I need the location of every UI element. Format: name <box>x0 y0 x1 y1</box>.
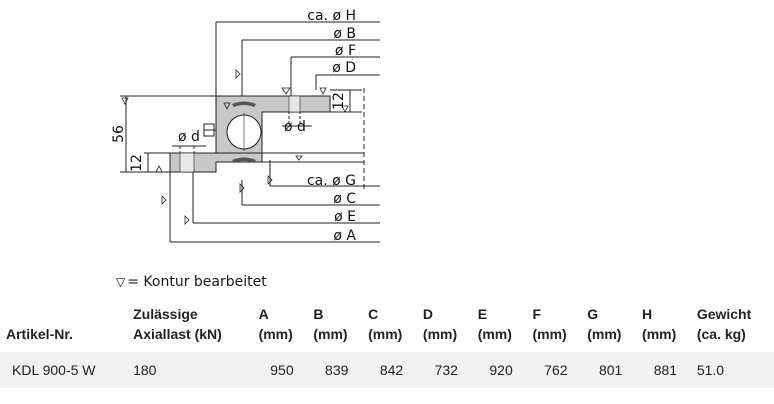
cell-B: 839 <box>309 352 365 388</box>
dim-label-F: ø F <box>335 43 356 59</box>
cell-C: 842 <box>364 352 419 388</box>
cell-G: 801 <box>583 352 639 388</box>
header-B: B(mm) <box>313 306 348 342</box>
cell-axial-load: 180 <box>129 352 255 388</box>
dim-label-A: ø A <box>333 228 356 244</box>
cell-weight: 51.0 <box>692 352 774 388</box>
header-article: Artikel-Nr. <box>6 326 73 342</box>
cell-F: 762 <box>528 352 584 388</box>
header-F: F(mm) <box>532 306 567 342</box>
legend-text: = Kontur bearbeitet <box>127 274 267 290</box>
dim-label-D: ø D <box>332 60 356 76</box>
dim-label-H: ca. ø H <box>307 8 356 24</box>
cell-E: 920 <box>473 352 529 388</box>
cell-A: 950 <box>254 352 310 388</box>
dim-label-height-total: 56 <box>111 125 127 143</box>
header-E: E(mm) <box>477 306 512 342</box>
header-C: C(mm) <box>368 306 403 342</box>
header-weight: Gewicht(ca. kg) <box>696 306 752 342</box>
cell-article: KDL 900-5 W <box>0 352 130 388</box>
header-H: H(mm) <box>642 306 677 342</box>
dim-label-height-bottom: 12 <box>129 154 145 172</box>
legend: ▽= Kontur bearbeitet <box>116 274 267 290</box>
header-D: D(mm) <box>422 306 458 342</box>
header-G: G(mm) <box>587 306 622 342</box>
dim-label-height-top: 12 <box>331 92 347 110</box>
ring-profile <box>169 95 331 173</box>
machined-marks <box>121 69 349 225</box>
table-row: KDL 900-5 W 180 950 839 842 732 920 762 … <box>0 352 774 388</box>
cross-section-drawing: ca. ø H ø B ø F ø D ø d ø d ca. ø G ø C … <box>111 8 380 244</box>
machined-contour-icon: ▽ <box>116 275 126 289</box>
dim-label-d-left: ø d <box>178 129 200 145</box>
dim-label-C: ø C <box>333 191 356 207</box>
header-A: A(mm) <box>258 306 293 342</box>
dim-label-d-right: ø d <box>284 119 306 135</box>
dimension-lines <box>120 21 380 243</box>
cell-D: 732 <box>418 352 474 388</box>
dim-label-B: ø B <box>333 26 356 42</box>
cell-H: 881 <box>638 352 693 388</box>
dim-label-G: ca. ø G <box>307 173 356 189</box>
dim-label-E: ø E <box>334 209 356 225</box>
